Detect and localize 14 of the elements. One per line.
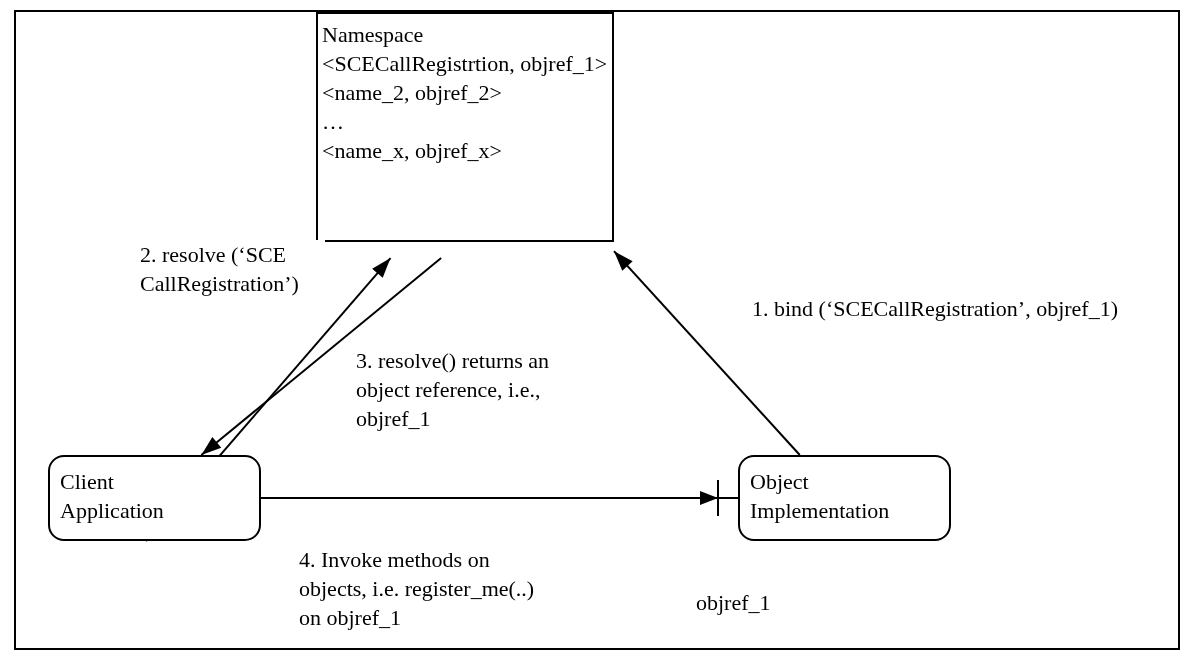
node-text: <name_x, objref_x> — [322, 137, 503, 165]
node-text: <SCECallRegistrtion, objref_1> — [322, 50, 608, 78]
node-title: Object Implementation — [750, 468, 891, 525]
arrow — [260, 479, 739, 517]
edge-label: 2. resolve (‘SCE CallRegistration’) — [140, 240, 325, 298]
arrow — [613, 250, 801, 456]
process-box — [48, 455, 261, 541]
node-title: Namespace — [322, 21, 425, 49]
node-text: <name_2, objref_2> — [322, 79, 503, 107]
node-title: Client Application — [60, 468, 165, 525]
arrow — [200, 257, 443, 456]
namespace-box — [316, 12, 614, 242]
node-text: … — [322, 108, 345, 136]
process-box — [738, 455, 951, 541]
